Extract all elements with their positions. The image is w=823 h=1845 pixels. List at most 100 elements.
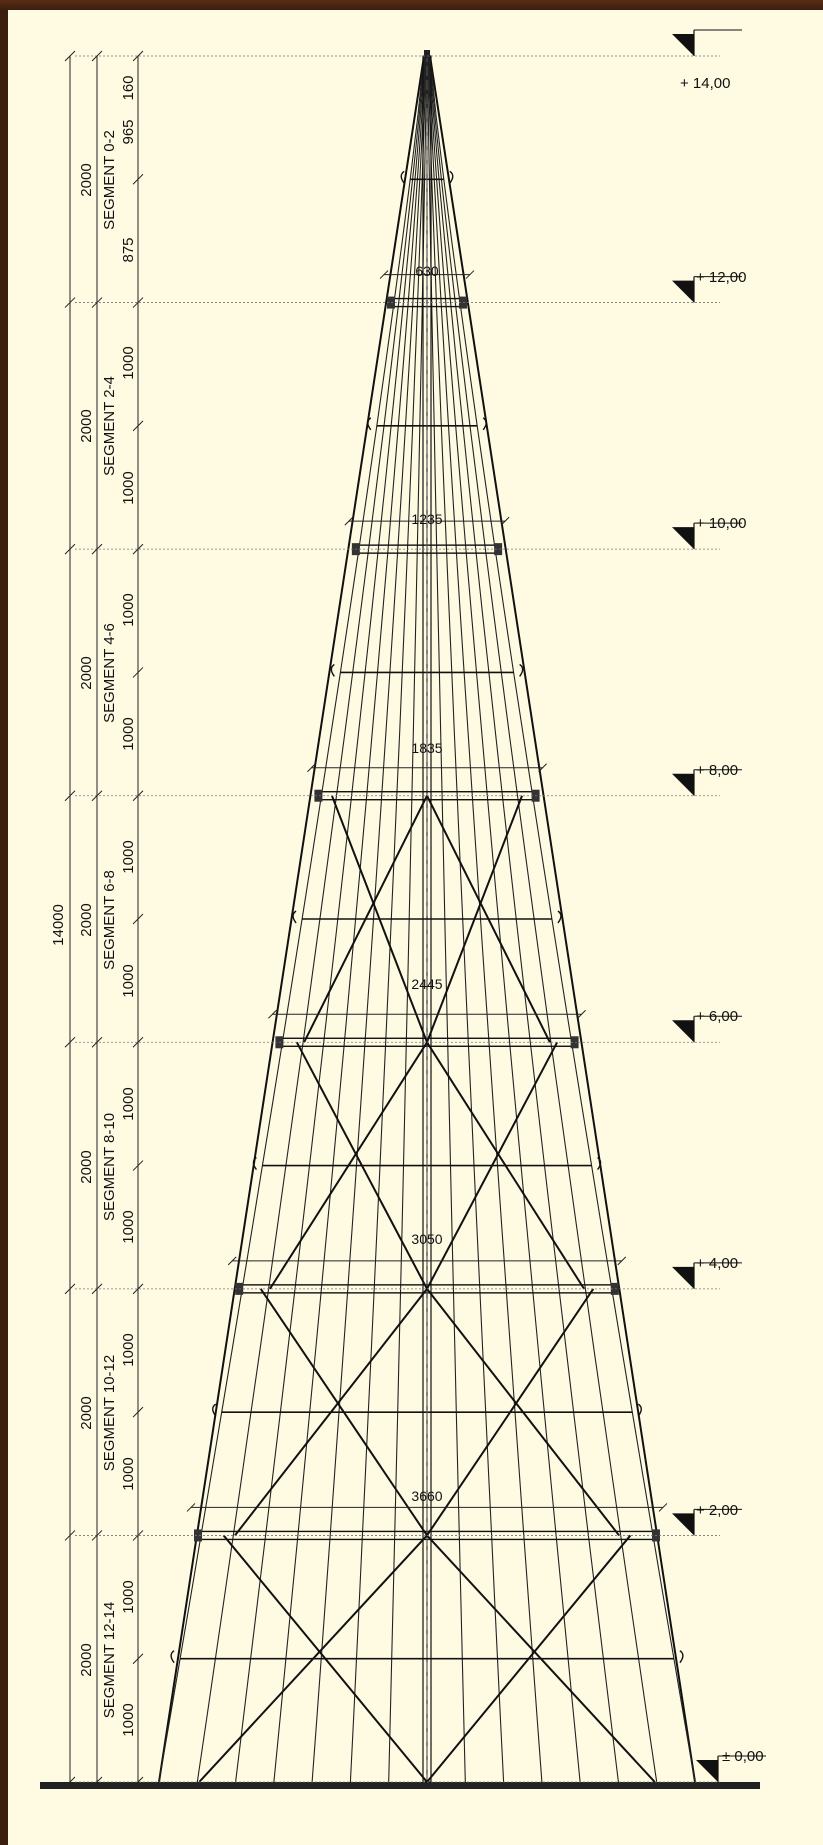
segment-12-14: 2000 SEGMENT 12-14 1000 1000 (78, 1580, 137, 1736)
dimension-tick (132, 1776, 144, 1788)
dimension-tick (617, 1256, 627, 1266)
dimension-tick (132, 1653, 144, 1665)
dimension-tick (132, 173, 144, 185)
dimension-tick (132, 1036, 144, 1048)
dimension-tick (307, 763, 316, 773)
segment-subdivision: 1000 (120, 471, 137, 504)
dimension-tick (91, 1283, 103, 1295)
level-marker-6: + 6,00 (696, 1008, 738, 1025)
ring-joint (458, 296, 467, 309)
dimension-tick (64, 1283, 76, 1295)
brace (426, 1041, 585, 1290)
segment-subdivision: 965 (120, 119, 137, 144)
segment-name: SEGMENT 12-14 (101, 1602, 118, 1718)
brace (198, 1534, 428, 1783)
level-triangle (672, 280, 694, 303)
brace (331, 795, 428, 1043)
dimension-tick (132, 543, 144, 555)
segment-length: 2000 (78, 903, 95, 936)
level-label-6: + 6,00 (696, 1008, 738, 1025)
level-triangle (672, 1266, 694, 1289)
dimension-tick (132, 1530, 144, 1541)
width-label-10m: 1235 (411, 511, 442, 527)
level-label-4: + 4,00 (696, 1255, 738, 1272)
level-triangle (672, 34, 694, 56)
width-label-6m: 2445 (411, 976, 442, 992)
dimension-lines (64, 29, 766, 1788)
dimension-tick (132, 1283, 144, 1295)
brace (259, 1288, 428, 1536)
dimension-tick (132, 913, 144, 925)
level-label-2: + 2,00 (696, 1502, 738, 1519)
width-label-12m: 630 (415, 263, 439, 279)
ring-joint (610, 1282, 619, 1295)
segment-subdivision: 1000 (120, 840, 137, 873)
level-marker-4: + 4,00 (696, 1255, 738, 1272)
segment-name: SEGMENT 6-8 (101, 870, 118, 970)
leg-bracket (596, 1156, 602, 1170)
ground-slab (40, 1782, 760, 1789)
dimension-tick (227, 1256, 237, 1266)
segment-length: 2000 (78, 1643, 95, 1676)
dimension-tick (64, 543, 76, 555)
brace (234, 1288, 428, 1537)
dimension-tick (64, 1776, 76, 1788)
segment-name: SEGMENT 4-6 (101, 623, 118, 723)
segment-subdivision: 1000 (120, 1087, 137, 1120)
dimension-tick (91, 1776, 103, 1788)
segment-name: SEGMENT 10-12 (101, 1355, 118, 1471)
brace (426, 1288, 595, 1536)
dimension-tick (577, 1009, 586, 1019)
dimension-tick (132, 50, 144, 62)
segment-length: 2000 (78, 409, 95, 442)
brace (426, 795, 551, 1043)
outer-leg-left (158, 55, 425, 1783)
segment-name: SEGMENT 2-4 (101, 376, 118, 476)
level-label-10: + 10,00 (696, 515, 746, 532)
level-marker-8: + 8,00 (696, 762, 738, 779)
segment-4-6: 2000 SEGMENT 4-6 1000 1000 (78, 593, 137, 750)
dimension-tick (64, 297, 76, 308)
dimension-tick (344, 516, 354, 526)
segment-subdivision: 1000 (120, 964, 137, 997)
leg-bracket (400, 170, 405, 184)
dimension-tick (132, 297, 144, 308)
ring-joint (570, 1036, 579, 1049)
brace (426, 1534, 656, 1783)
leg-bracket (367, 417, 372, 431)
segment-subdivision: 875 (120, 237, 137, 262)
brace (269, 1041, 428, 1290)
dimension-tick (132, 1406, 144, 1418)
dimension-tick (186, 1503, 196, 1512)
total-height-label: 14000 (50, 904, 67, 946)
segment-subdivision: 1000 (120, 1457, 137, 1490)
dimension-tick (91, 297, 103, 308)
width-label-2m: 3660 (411, 1488, 442, 1504)
leg-bracket (557, 910, 562, 924)
segment-length: 2000 (78, 1150, 95, 1183)
dimension-tick (91, 1036, 103, 1048)
level-marker-0: ± 0,00 (722, 1748, 764, 1765)
mast-tip (424, 50, 430, 58)
leg-bracket (519, 663, 524, 677)
brace (426, 1041, 559, 1290)
leg-bracket (252, 1156, 258, 1170)
segment-subdivision: 1000 (120, 1703, 137, 1736)
brace (426, 1288, 620, 1537)
level-triangle (672, 527, 694, 550)
segment-subdivision: 1000 (120, 346, 137, 379)
level-label-14: + 14,00 (680, 75, 730, 92)
width-label-4m: 3050 (411, 1231, 442, 1247)
dimension-tick (91, 543, 103, 555)
dimension-tick (132, 420, 144, 432)
leg-bracket (449, 170, 454, 184)
segment-subdivision: 1000 (120, 1333, 137, 1366)
brace (426, 1534, 632, 1783)
leg-bracket (637, 1403, 642, 1417)
segment-subdivision: 1000 (120, 593, 137, 626)
dimension-tick (91, 1530, 103, 1541)
level-triangle (672, 773, 694, 796)
dimension-tick (91, 790, 103, 802)
dimension-tick (379, 270, 389, 279)
